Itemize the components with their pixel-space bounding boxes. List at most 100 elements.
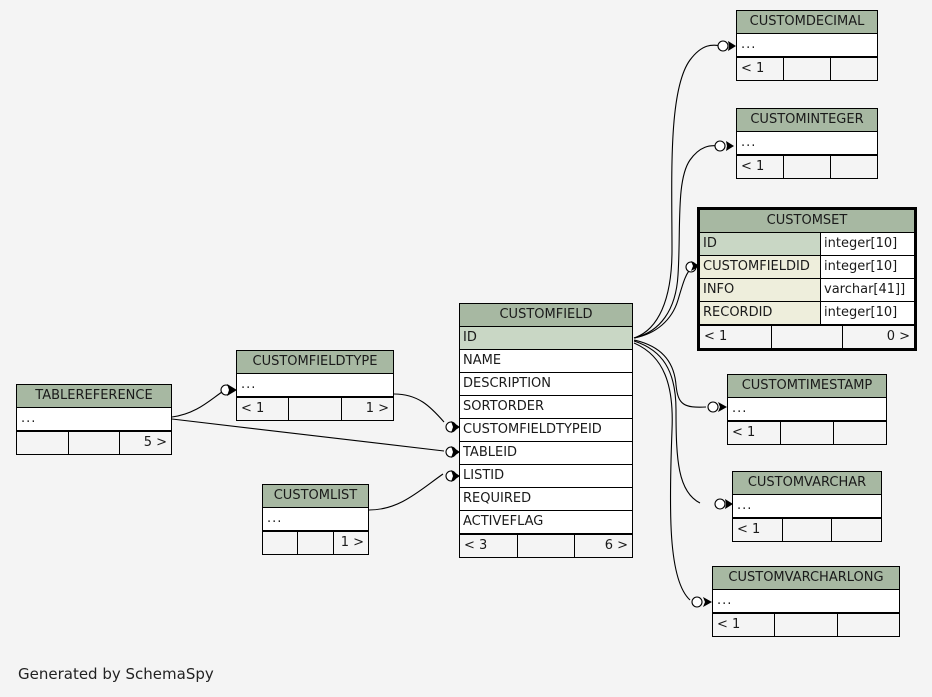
edge-marker-circle [691,596,703,608]
column-name: ... [737,34,877,56]
column-name: DESCRIPTION [460,373,632,395]
table-column-row[interactable]: ACTIVEFLAG [460,511,632,534]
table-column-row[interactable]: ID [460,327,632,350]
column-name: NAME [460,350,632,372]
table-footer-cell [784,58,831,80]
table-column-row[interactable]: LISTID [460,465,632,488]
table-footer-cell [298,532,334,554]
table-column-row[interactable]: NAME [460,350,632,373]
table-footer-cell [784,156,831,178]
table-footer-cell [834,422,886,444]
edge-marker-circle [445,470,457,482]
table-title-customvarchar: CUSTOMVARCHAR [733,472,881,495]
edge-marker-circle [445,446,457,458]
table-title-customdecimal: CUSTOMDECIMAL [737,11,877,34]
table-column-row[interactable]: ... [237,374,393,397]
table-footer-cell [69,432,121,454]
table-node-customlist[interactable]: CUSTOMLIST... 1 > [262,484,369,555]
edge-marker-circle [714,140,726,152]
table-footer-customfieldtype: < 1 1 > [237,397,393,420]
table-footer-cell: < 1 [728,422,781,444]
table-column-row[interactable]: TABLEID [460,442,632,465]
table-column-row[interactable]: ... [737,34,877,57]
table-footer-cell: 1 > [340,535,364,550]
table-column-row[interactable]: ... [263,508,368,531]
table-column-row[interactable]: DESCRIPTION [460,373,632,396]
table-title-customfield: CUSTOMFIELD [460,304,632,327]
column-name: ID [460,327,632,349]
generated-by-label: Generated by SchemaSpy [18,665,214,683]
edge-tablereference-customfield [171,418,445,452]
table-column-row[interactable]: ... [17,408,171,431]
table-footer-customlist: 1 > [263,531,368,554]
column-type: integer[10] [820,302,914,324]
table-footer-cell [17,432,69,454]
table-footer-cell: < 1 [700,326,772,348]
table-node-customdecimal[interactable]: CUSTOMDECIMAL...< 1 [736,10,878,81]
edge-customfield-customvarchar [633,340,701,504]
column-name: ... [263,508,368,530]
table-footer-cell: 1 > [365,401,389,416]
table-title-customvarcharlong: CUSTOMVARCHARLONG [713,567,899,590]
edge-crowsfoot [718,402,727,412]
column-name: ... [713,590,899,612]
edge-crowsfoot [703,597,712,607]
table-title-customset: CUSTOMSET [700,210,914,233]
column-name: CUSTOMFIELDID [700,256,820,278]
column-name: INFO [700,279,820,301]
table-column-row[interactable]: CUSTOMFIELDTYPEID [460,419,632,442]
table-footer-cell: < 1 [737,156,784,178]
table-node-customvarcharlong[interactable]: CUSTOMVARCHARLONG...< 1 [712,566,900,637]
table-column-row[interactable]: SORTORDER [460,396,632,419]
table-footer-cell: < 1 [237,398,290,420]
table-footer-cell: 6 > [604,538,629,553]
table-footer-cell [772,326,844,348]
column-type: integer[10] [820,233,914,255]
column-name: CUSTOMFIELDTYPEID [460,419,632,441]
table-footer-tablereference: 5 > [17,431,171,454]
column-name: SORTORDER [460,396,632,418]
table-column-row[interactable]: REQUIRED [460,488,632,511]
table-node-tablereference[interactable]: TABLEREFERENCE... 5 > [16,384,172,455]
column-type: integer[10] [820,256,914,278]
table-title-customlist: CUSTOMLIST [263,485,368,508]
table-title-customtimestamp: CUSTOMTIMESTAMP [728,375,886,398]
table-column-row[interactable]: ... [737,132,877,155]
table-footer-cell: 0 > [886,329,911,344]
table-node-customtimestamp[interactable]: CUSTOMTIMESTAMP...< 1 [727,374,887,445]
table-footer-cell: 5 > [143,435,168,450]
edge-customfield-customset [633,267,693,339]
edge-tablereference-customfieldtype [171,391,223,418]
table-footer-customset: < 1 0 > [700,325,914,348]
edge-customfield-customvarcharlong [633,342,691,601]
edge-customlist-customfield [368,473,444,511]
table-footer-customvarcharlong: < 1 [713,613,899,636]
edge-marker-circle [714,498,726,510]
table-column-row[interactable]: ... [713,590,899,613]
column-name: ACTIVEFLAG [460,511,632,533]
table-title-tablereference: TABLEREFERENCE [17,385,171,408]
column-name: REQUIRED [460,488,632,510]
table-footer-customdecimal: < 1 [737,57,877,80]
table-footer-cell: < 1 [713,614,776,636]
column-name: ... [737,132,877,154]
table-footer-custominteger: < 1 [737,155,877,178]
table-footer-cell: < 1 [733,519,783,541]
table-node-custominteger[interactable]: CUSTOMINTEGER...< 1 [736,108,878,179]
table-node-customvarchar[interactable]: CUSTOMVARCHAR...< 1 [732,471,882,542]
table-column-row[interactable]: ... [728,398,886,421]
edge-marker-circle [220,384,232,396]
edge-customfieldtype-customfield [393,393,445,423]
table-footer-cell [518,535,576,557]
table-column-row[interactable]: ... [733,495,881,518]
table-footer-cell [832,519,881,541]
